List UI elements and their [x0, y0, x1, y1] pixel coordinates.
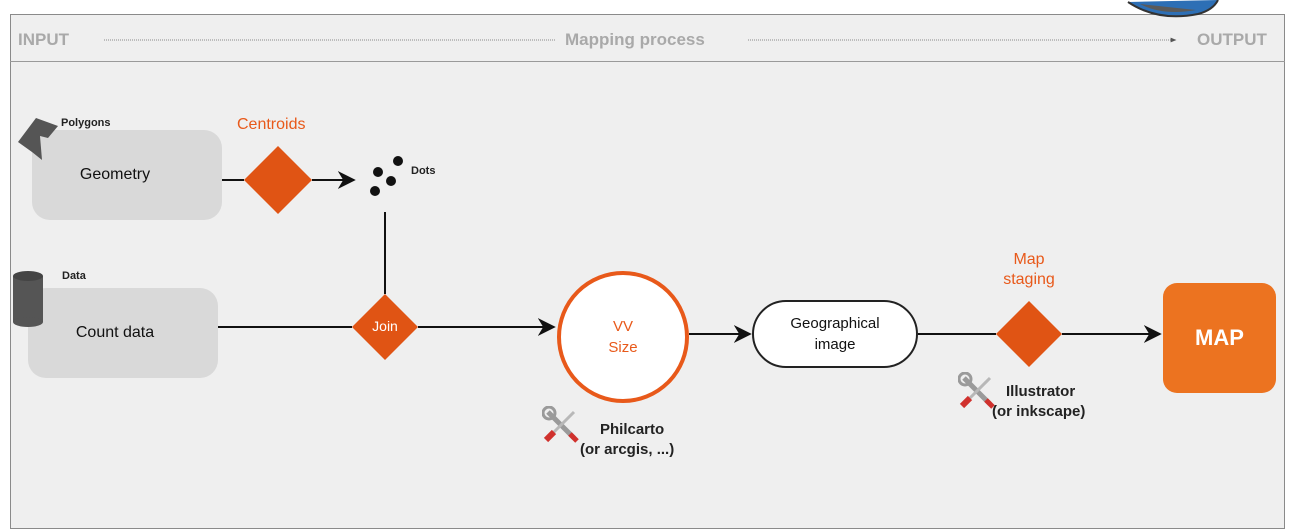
centroids-label: Centroids: [237, 116, 306, 133]
illustrator-line2: (or inkscape): [992, 403, 1086, 420]
vv-size-node: VV Size: [557, 271, 689, 403]
tools-icon: [542, 406, 579, 443]
tools-icon: [958, 372, 995, 409]
polygon-icon: [18, 118, 58, 160]
image-label: image: [814, 336, 856, 353]
join-diamond: [352, 294, 418, 360]
philcarto-line2: (or arcgis, ...): [580, 441, 675, 458]
map-output-box: MAP: [1163, 283, 1276, 393]
map-staging-line2: staging: [1003, 271, 1055, 288]
map-staging-line1: Map: [1013, 251, 1045, 268]
data-tag: Data: [62, 270, 86, 282]
corner-decoration: [1127, 0, 1219, 18]
geometry-box: Geometry: [32, 130, 222, 220]
database-icon: [13, 271, 43, 327]
centroids-diamond: [244, 146, 312, 214]
size-label: Size: [608, 339, 638, 356]
philcarto-label: Philcarto (or arcgis, ...): [578, 420, 708, 460]
join-label: Join: [372, 318, 398, 334]
diagram-frame: [10, 14, 1285, 529]
illustrator-label: Illustrator (or inkscape): [988, 382, 1128, 422]
vv-label: VV: [612, 318, 633, 335]
dots-label: Dots: [411, 165, 436, 177]
map-staging-label: Map staging: [996, 250, 1062, 290]
map-label: MAP: [1195, 325, 1244, 350]
staging-diamond: [996, 301, 1062, 367]
geographical-image-node: Geographical image: [752, 300, 918, 368]
polygons-tag: Polygons: [61, 117, 111, 129]
philcarto-line1: Philcarto: [600, 421, 665, 438]
geographical-label: Geographical: [790, 315, 880, 332]
count-data-box: Count data: [28, 288, 218, 378]
header-input-label: INPUT: [18, 30, 69, 49]
illustrator-line1: Illustrator: [1006, 383, 1076, 400]
header-output-label: OUTPUT: [1197, 30, 1267, 49]
header-process-label: Mapping process: [565, 30, 705, 49]
process-header: INPUT Mapping process OUTPUT: [10, 14, 1285, 62]
count-data-label: Count data: [75, 324, 155, 341]
geometry-label: Geometry: [79, 166, 151, 183]
dots-icon: [370, 156, 403, 196]
